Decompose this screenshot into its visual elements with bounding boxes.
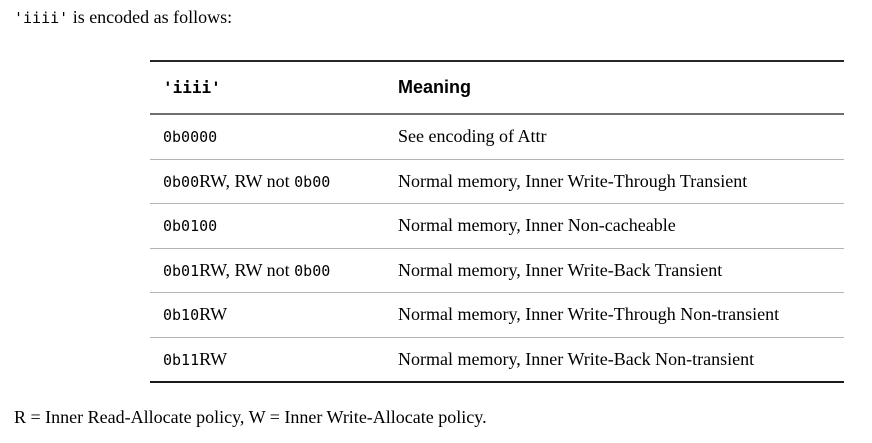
footnote-text: R = Inner Read-Allocate policy, W = Inne… [14,407,487,427]
code-text: 0b0000 [163,128,218,147]
meaning-cell: Normal memory, Inner Non-cacheable [398,203,844,248]
encoding-table-header: 'iiii' Meaning [150,61,844,115]
intro-code-iiii: 'iiii' [14,9,69,27]
iiii-cell: 0b00RW, RW not 0b00 [150,158,398,204]
table-row: 0b0100 Normal memory, Inner Non-cacheable [150,203,844,248]
table-row: 0b0000 See encoding of Attr [150,114,844,159]
column-header-iiii: 'iiii' [150,61,398,115]
meaning-cell: See encoding of Attr [398,126,547,147]
code-text: 0b0100 [163,217,218,236]
meaning-cell: Normal memory, Inner Write-Back Transien… [398,247,844,293]
iiii-cell: 0b11RW [150,336,398,382]
intro-line: 'iiii' is encoded as follows: [14,4,232,31]
meaning-cell: Normal memory, Inner Write-Through Trans… [398,158,844,204]
code-text: 0b10 [163,306,200,325]
plain-text: RW [199,348,228,369]
meaning-cell: Normal memory, Inner Write-Back Non-tran… [398,336,844,382]
meaning-cell: Normal memory, Inner Write-Through Non-t… [398,292,844,337]
iiii-cell: 0b01RW, RW not 0b00 [150,247,398,293]
iiii-cell: 0b0100 [150,203,398,248]
intro-text: is encoded as follows: [68,7,233,27]
header-row: 'iiii' Meaning [150,61,844,115]
code-text: 0b00 [294,261,331,280]
iiii-cell: 0b0000 [150,114,398,159]
code-text: 0b00 [163,172,200,191]
column-header-meaning: Meaning [398,61,844,115]
iiii-cell: 0b10RW [150,292,398,337]
code-text: 0b00 [294,172,331,191]
encoding-table: 'iiii' Meaning 0b0000 See encoding of Att… [150,60,844,383]
plain-text: RW, RW not [199,259,295,280]
plain-text: RW, RW not [199,170,295,191]
code-text: 0b11 [163,350,200,369]
plain-text: RW [199,304,228,325]
code-text: 0b01 [163,261,200,280]
